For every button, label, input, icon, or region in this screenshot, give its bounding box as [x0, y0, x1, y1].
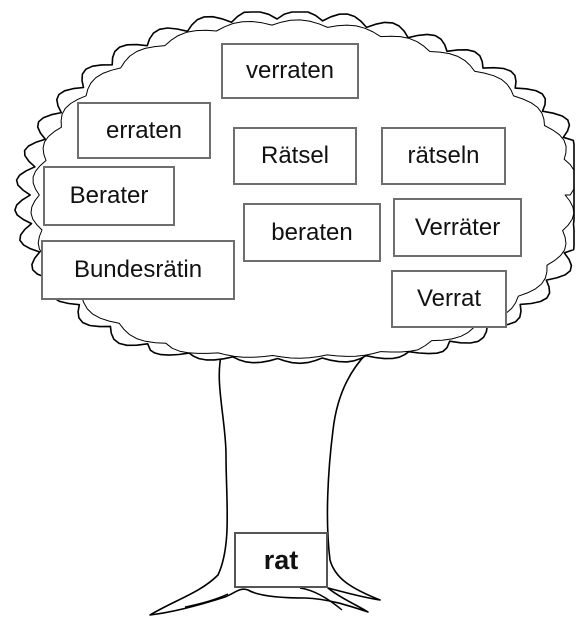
word-verrat: Verrat — [391, 270, 507, 328]
word-berater: Berater — [43, 166, 175, 226]
tree-root-detail — [184, 587, 343, 611]
word-erraten: erraten — [77, 102, 211, 159]
word-raetseln: rätseln — [381, 127, 506, 185]
root-word-rat: rat — [234, 532, 328, 588]
tree-trunk — [149, 351, 381, 616]
word-verraten: verraten — [221, 43, 359, 99]
word-beraten: beraten — [243, 203, 381, 262]
tree-crown-inner-edge — [30, 19, 575, 359]
word-raetsel: Rätsel — [233, 127, 357, 185]
word-bundesraetin: Bundesrätin — [41, 240, 235, 300]
word-verraeter: Verräter — [393, 198, 522, 257]
